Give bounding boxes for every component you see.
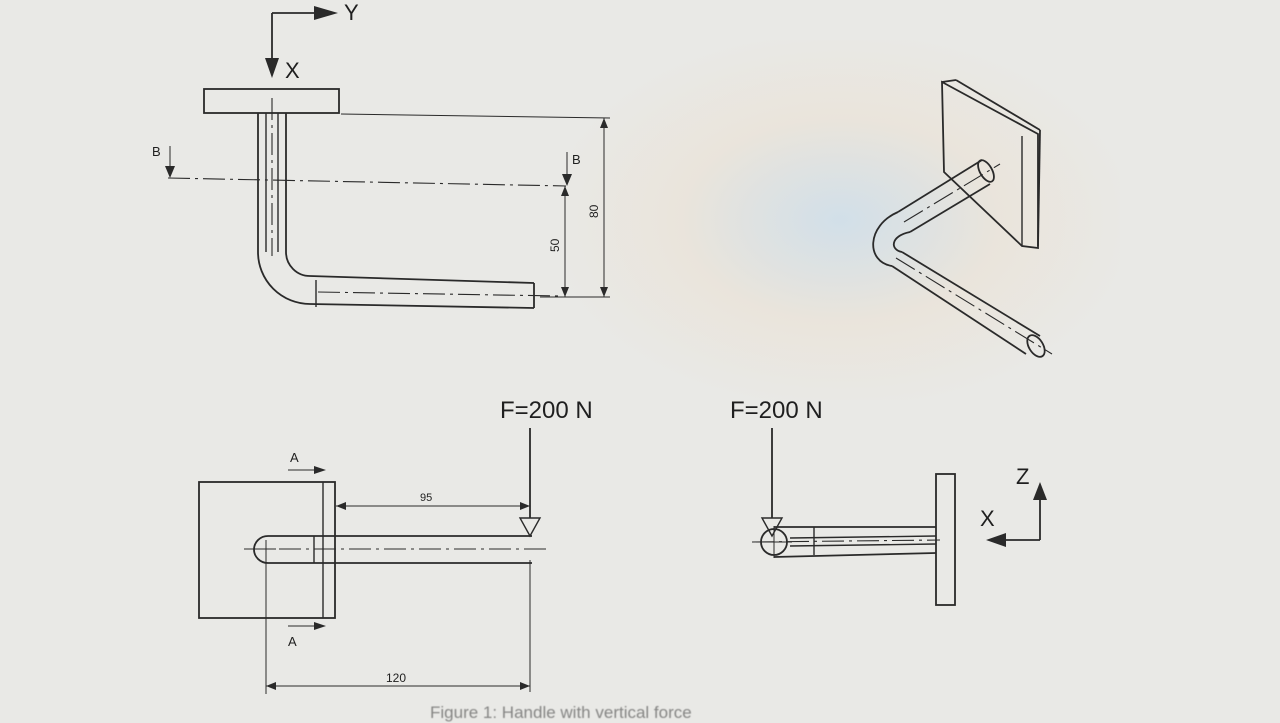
front-view: A A 95 120 F=200 N: [198, 397, 593, 694]
figure-caption: Figure 1: Handle with vertical force: [430, 703, 692, 722]
dim-50-label: 50: [548, 238, 562, 252]
side-axis-z-label: Z: [1016, 464, 1029, 489]
side-view: F=200 N: [730, 397, 956, 606]
force-front-label: F=200 N: [500, 397, 593, 424]
section-b-right-label: B: [572, 152, 581, 167]
dim-95-label: 95: [420, 492, 432, 504]
force-side-label: F=200 N: [730, 397, 823, 424]
section-b-left-label: B: [152, 144, 161, 159]
top-axis-y-label: Y: [344, 0, 359, 25]
side-axes-icon: Z X: [980, 464, 1047, 547]
section-a-top-label: A: [290, 450, 299, 465]
dim-80-label: 80: [587, 204, 601, 218]
isometric-view: [872, 79, 1053, 358]
side-axis-x-label: X: [980, 506, 995, 531]
top-axis-x-label: X: [285, 58, 300, 83]
dim-120-label: 120: [386, 671, 406, 685]
top-view-handle: B B 80 50: [152, 88, 611, 309]
section-a-bottom-label: A: [288, 634, 297, 649]
top-axes-icon: X Y: [265, 0, 359, 83]
